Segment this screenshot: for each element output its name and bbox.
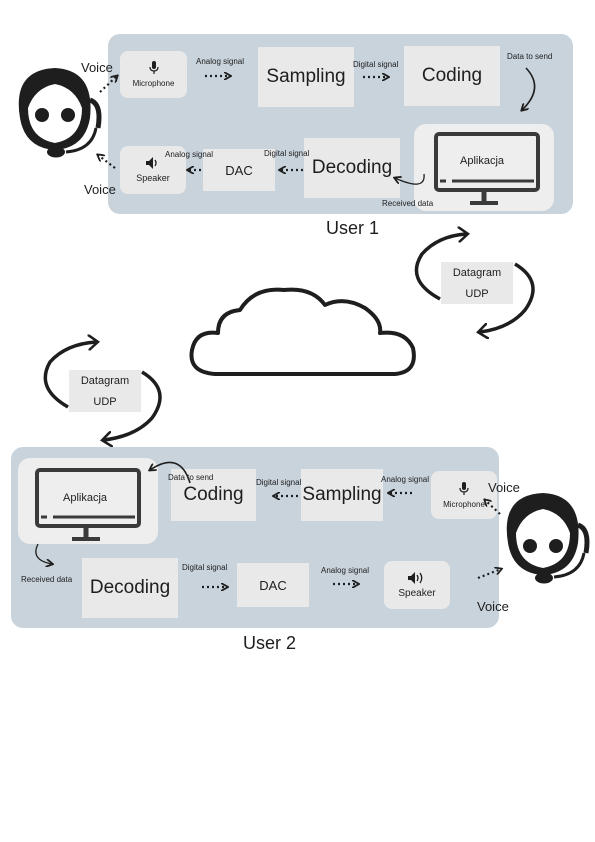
- internet-label: Internet: [269, 331, 344, 356]
- user2-coding-label: Coding: [183, 484, 244, 505]
- datagram-bottom-line2: UDP: [93, 395, 117, 408]
- microphone-icon: [459, 481, 469, 495]
- microphone-icon: [148, 61, 159, 74]
- user1-received-data-label: Received data: [382, 199, 434, 208]
- user1-analog-signal-label: Analog signal: [196, 57, 245, 66]
- user2-microphone-label: Microphone: [443, 499, 485, 509]
- user1-sampling-label: Sampling: [266, 66, 346, 87]
- user2-voice-out-label: Voice: [477, 599, 509, 614]
- user2-headset-person-icon: [506, 493, 590, 584]
- user2-speaker-label: Speaker: [398, 587, 436, 599]
- speaker-icon: [408, 571, 423, 584]
- datagram-bottom-box: Datagram UDP: [69, 370, 141, 412]
- user1-voice-in-label: Voice: [81, 60, 113, 75]
- user2-decoding-box: Decoding: [82, 558, 178, 618]
- user2-dac-label: DAC: [259, 577, 287, 593]
- user1-digital-signal-label: Digital signal: [353, 60, 399, 69]
- speaker-icon: [146, 157, 157, 169]
- user1-dac-box: DAC: [203, 149, 275, 191]
- user2-received-data-label: Received data: [21, 575, 73, 584]
- user2-analog-signal-2-label: Analog signal: [321, 566, 370, 575]
- user1-speaker-box: Speaker: [120, 146, 186, 194]
- user1-voice-out-label: Voice: [84, 182, 116, 197]
- user1-data-to-send-label: Data to send: [507, 52, 553, 61]
- user2-microphone-box: Microphone: [431, 471, 497, 519]
- user1-speaker-label: Speaker: [136, 173, 170, 183]
- datagram-bottom-line1: Datagram: [80, 374, 130, 387]
- user1-app-label: Aplikacja: [460, 155, 505, 167]
- user2-sampling-box: Sampling: [301, 469, 383, 521]
- user2-data-to-send-label: Data to send: [168, 473, 214, 482]
- user2-digital-signal-2-label: Digital signal: [182, 563, 228, 572]
- user1-headset-person-icon: [18, 68, 102, 158]
- user1-microphone-label: Microphone: [132, 79, 175, 88]
- user2-app-label: Aplikacja: [63, 492, 108, 504]
- user2-dac-box: DAC: [237, 563, 309, 607]
- user2-sampling-label: Sampling: [302, 484, 382, 505]
- datagram-top-line2: UDP: [465, 287, 489, 300]
- user2-voice-in-label: Voice: [488, 480, 520, 495]
- user2-title: User 2: [243, 633, 297, 653]
- user1-coding-label: Coding: [421, 65, 483, 86]
- user1-microphone-box: Microphone: [120, 51, 187, 98]
- datagram-top-box: Datagram UDP: [441, 262, 513, 304]
- user2-decoding-label: Decoding: [89, 577, 171, 598]
- user1-title: User 1: [326, 218, 380, 238]
- user2-digital-signal-label: Digital signal: [256, 478, 302, 487]
- user1-sampling-box: Sampling: [258, 47, 354, 107]
- user2-analog-signal-label: Analog signal: [381, 475, 430, 484]
- user1-app-box: [414, 124, 554, 211]
- user1-decoding-box: Decoding: [304, 138, 400, 198]
- user1-dac-label: DAC: [225, 162, 253, 178]
- user1-analog-signal-2-label: Analog signal: [165, 150, 214, 159]
- user2-speaker-box: Speaker: [384, 561, 450, 609]
- user1-coding-box: Coding: [404, 46, 500, 106]
- user1-decoding-label: Decoding: [311, 157, 393, 178]
- user1-digital-signal-2-label: Digital signal: [264, 149, 310, 158]
- datagram-top-line1: Datagram: [452, 266, 502, 279]
